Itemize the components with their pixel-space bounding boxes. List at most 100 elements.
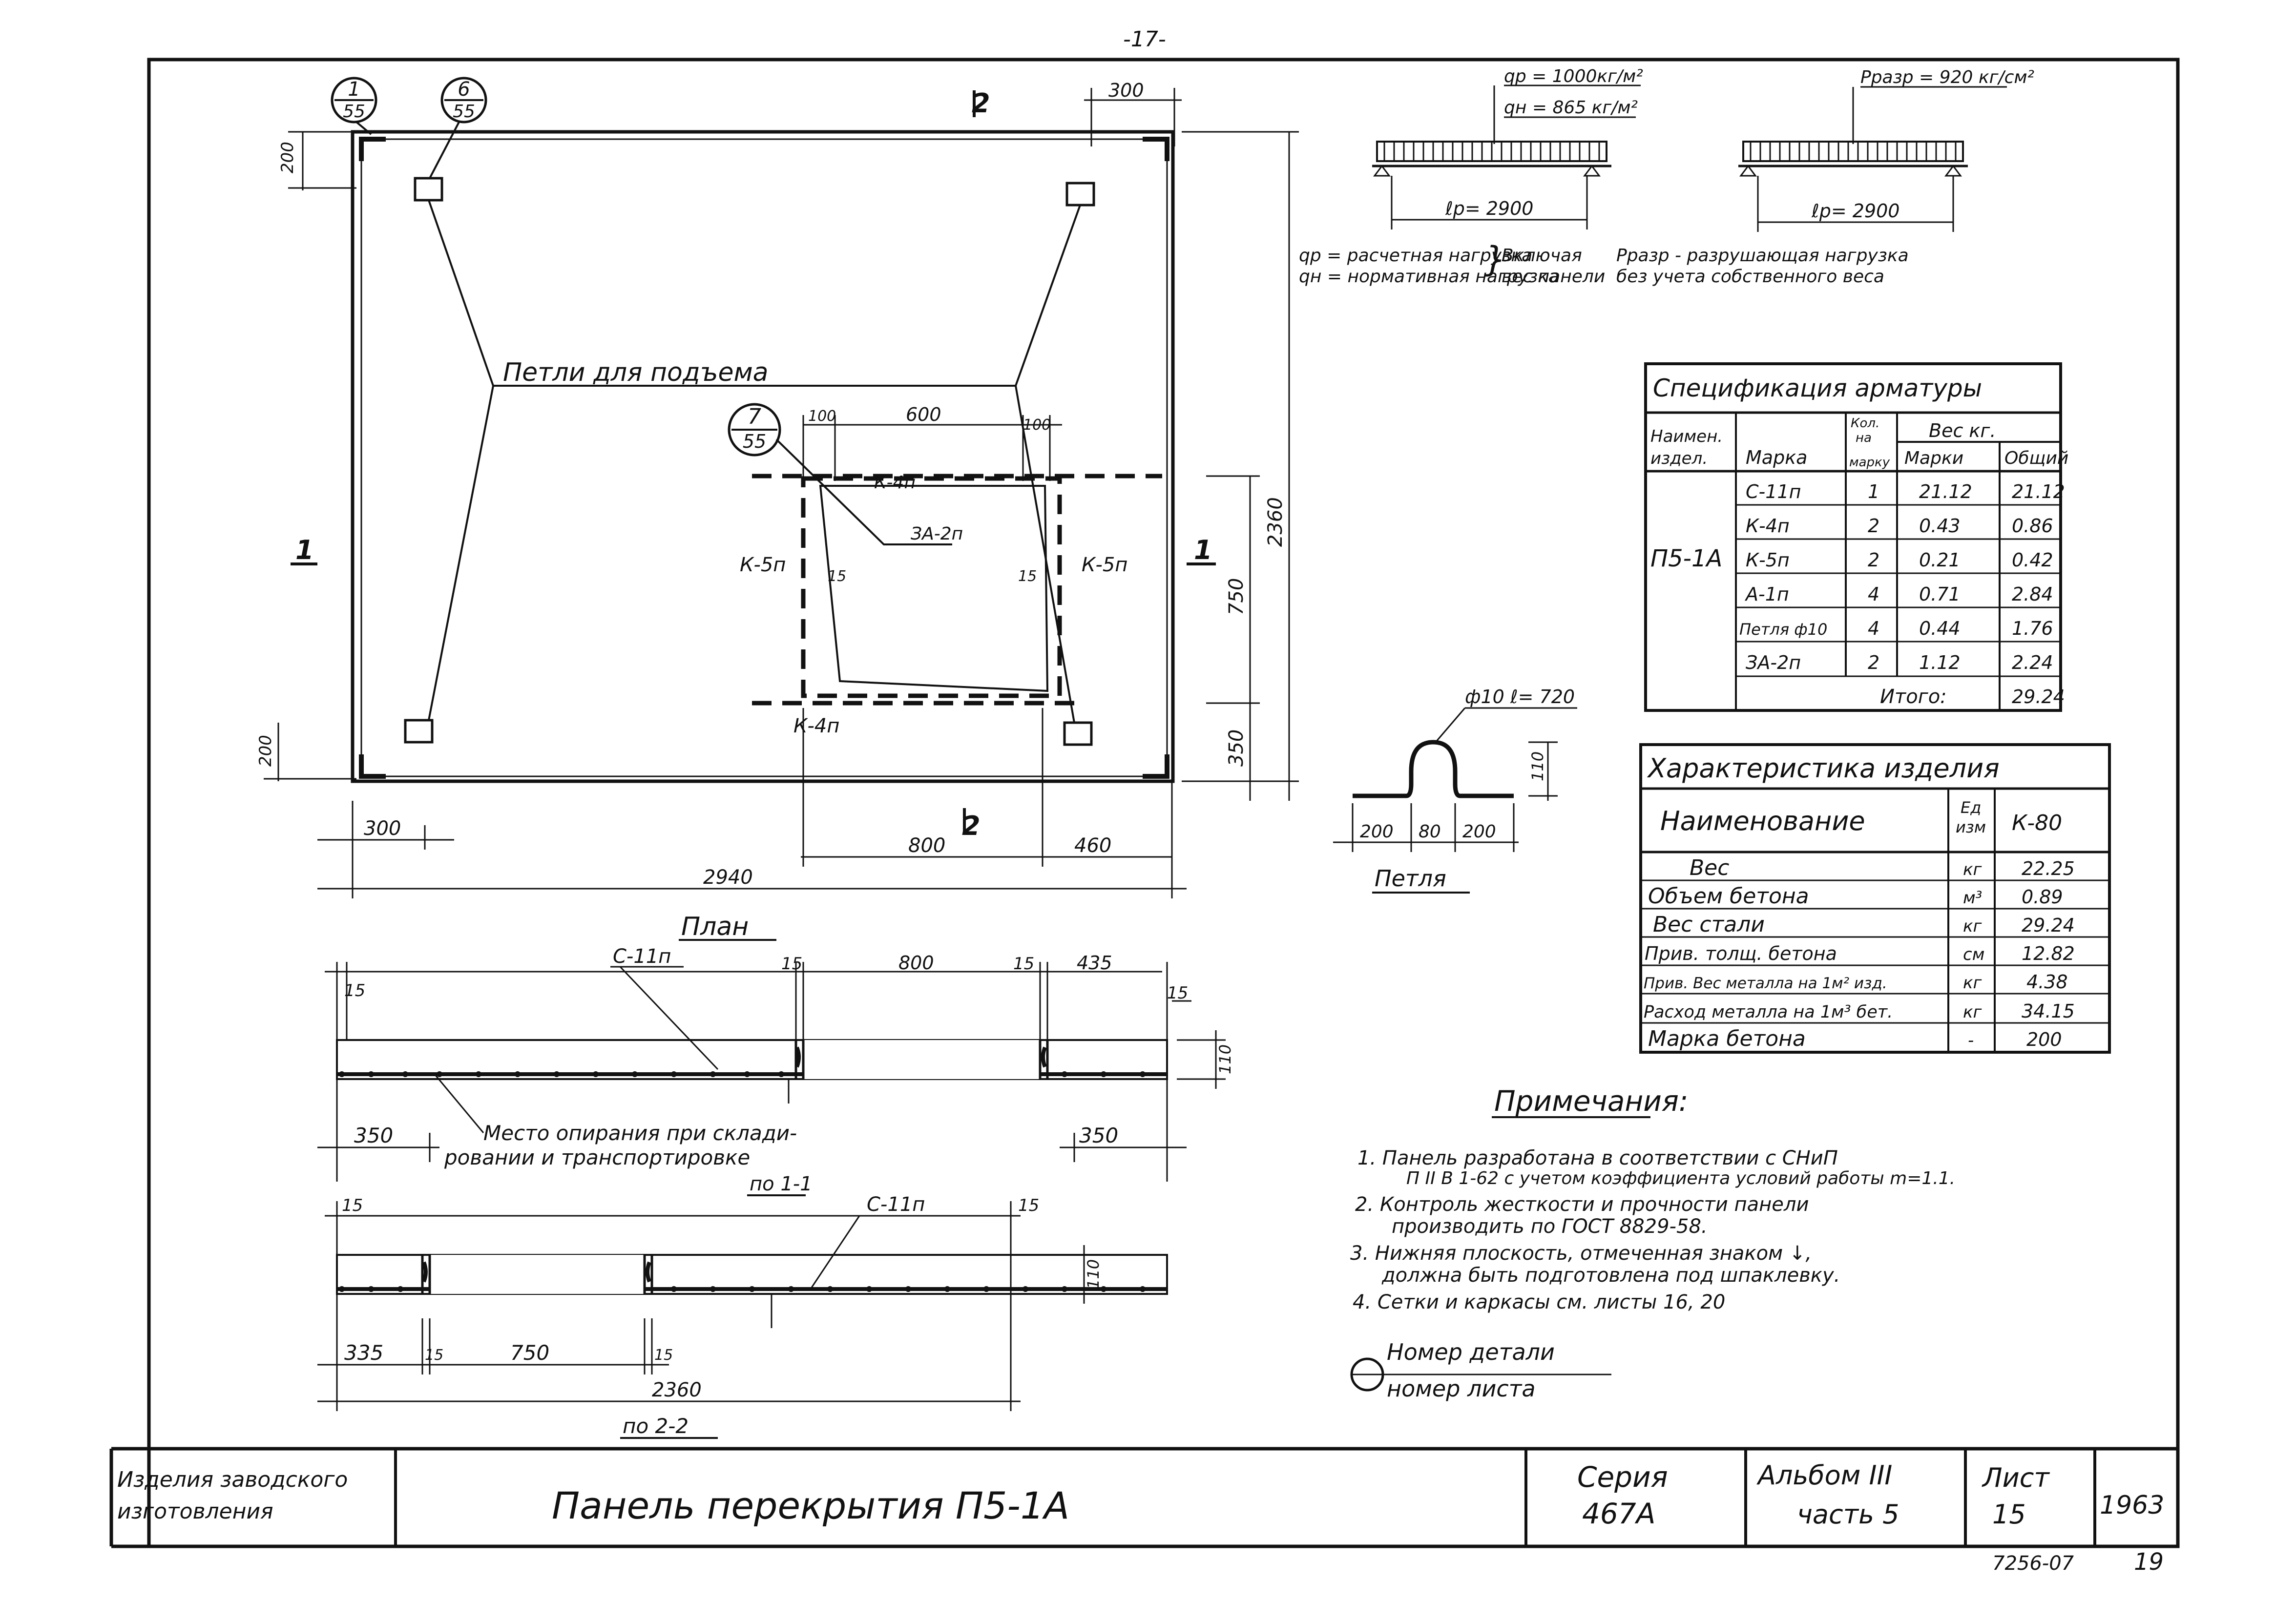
k5n-left-label: К-5п	[740, 554, 786, 576]
section-1-1: С-11п 15 15 800 15 435 15 110 350 350 Ме…	[317, 945, 1234, 1196]
svg-text:55: 55	[453, 102, 475, 122]
section-mark-1-right: 1	[1194, 535, 1212, 565]
title-name: Панель перекрытия П5-1А	[552, 1484, 1069, 1527]
title-org-2: изготовления	[117, 1499, 273, 1524]
section1-dim-350-left: 350	[354, 1124, 393, 1147]
spec-row-qty: 2	[1868, 549, 1879, 571]
album-label: Альбом III	[1756, 1460, 1892, 1491]
section2-c11n: С-11п	[867, 1193, 925, 1216]
char-row-name: Вес	[1690, 855, 1729, 880]
notes-title: Примечания:	[1494, 1084, 1688, 1118]
spec-row-mark: А-1п	[1744, 583, 1789, 605]
corner-reinforcement	[359, 137, 1169, 779]
section1-title: по 1-1	[750, 1173, 813, 1195]
char-row-name: Прив. толщ. бетона	[1645, 943, 1837, 964]
detail-callout: 6 55	[440, 77, 487, 124]
spec-row-total: 21.12	[2012, 481, 2065, 502]
section1-dim-110: 110	[1216, 1044, 1234, 1074]
char-title: Характеристика изделия	[1647, 753, 2000, 784]
lifting-loops-label: Петли для подъема	[503, 358, 769, 387]
callout-leader	[429, 122, 460, 179]
loop-pad	[1063, 721, 1093, 746]
ref-num: 19	[2134, 1548, 2164, 1576]
spec-row-mark: К-4п	[1746, 515, 1790, 537]
char-row-value: 200	[2026, 1029, 2062, 1050]
dim-200-top: 200	[278, 142, 297, 173]
loop-pad	[1065, 182, 1095, 207]
char-header-value: К-80	[2012, 811, 2062, 835]
section1-dim-435: 435	[1077, 952, 1112, 974]
section-mark-1-left: 1	[295, 535, 314, 565]
section2-dim-2360: 2360	[652, 1379, 702, 1401]
spec-total-label: Итого:	[1880, 686, 1947, 708]
note-line: должна быть подготовлена под шпаклевку.	[1381, 1264, 1840, 1287]
note-line: 3. Нижняя плоскость, отмеченная знаком ↓…	[1350, 1242, 1812, 1265]
spec-row-qty: 4	[1868, 618, 1879, 639]
char-row-unit: -	[1968, 1031, 1974, 1050]
album-part: часть 5	[1797, 1499, 1899, 1530]
section1-dim-15: 15	[781, 954, 802, 974]
dim-800: 800	[908, 834, 945, 857]
prazr-label: Рразр = 920 кг/см²	[1860, 67, 2034, 87]
ref-code: 7256-07	[1992, 1552, 2074, 1575]
spec-row-weight: 0.44	[1919, 618, 1961, 639]
char-row-value: 0.89	[2022, 886, 2063, 908]
section2-dim-15: 15	[342, 1196, 363, 1215]
spec-row-mark: С-11п	[1746, 481, 1801, 502]
section2-title: по 2-2	[623, 1414, 689, 1438]
plan-view: 1 55 6 55 7 55 1 1 2 2 Петли для подъема…	[256, 77, 1299, 941]
spec-row-total: 0.86	[2012, 515, 2053, 537]
char-row-value: 4.38	[2026, 971, 2068, 993]
section1-dim-350-right: 350	[1079, 1124, 1118, 1147]
opening-outline	[801, 476, 1062, 698]
spec-row-mark: К-5п	[1746, 549, 1790, 571]
spec-header-per-mark: Марки	[1904, 448, 1963, 468]
section2-dim-110: 110	[1084, 1259, 1103, 1289]
spec-row-weight: 1.12	[1919, 652, 1961, 673]
spec-row-qty: 2	[1868, 515, 1879, 537]
panel-outline	[351, 130, 1175, 783]
char-row-name: Вес стали	[1653, 912, 1765, 937]
section-2-2: С-11п 15 15 110 335 15 750 15 2360 по 2-…	[317, 1193, 1168, 1439]
spec-total-value: 29.24	[2012, 686, 2065, 708]
char-row-name: Объем бетона	[1648, 884, 1809, 909]
spec-header-total: Общий	[2004, 448, 2068, 468]
dim-350-right: 350	[1225, 729, 1248, 767]
section1-c11n: С-11п	[613, 945, 671, 968]
char-row-value: 12.82	[2022, 943, 2075, 964]
spec-row-weight: 0.43	[1919, 515, 1961, 537]
dim-15-left: 15	[828, 568, 846, 585]
char-row-name: Расход металла на 1м³ бет.	[1644, 1002, 1893, 1022]
section2-dim-335: 335	[344, 1341, 383, 1365]
spec-row-mark: Петля ф10	[1739, 620, 1827, 639]
loop-dim-110: 110	[1528, 751, 1547, 781]
sheet-label: Лист	[1982, 1462, 2050, 1493]
loop-label: ф10 ℓ= 720	[1465, 686, 1575, 708]
loop-detail: ф10 ℓ= 720 110 200 80 200 Петля	[1333, 686, 1577, 894]
opening-frame	[819, 485, 1049, 692]
prazr-def-1: Рразр - разрушающая нагрузка	[1616, 246, 1909, 266]
support-note-2: ровании и транспортировке	[444, 1145, 750, 1169]
loop-dim-80: 80	[1419, 822, 1441, 842]
spec-row-total: 1.76	[2012, 618, 2053, 639]
detail-callout: 1 55	[331, 77, 377, 124]
spec-row-weight: 21.12	[1919, 481, 1972, 502]
support-note-1: Место опирания при склади-	[483, 1121, 797, 1145]
char-header-unit-1: Ед	[1961, 798, 1981, 817]
section1-dim-15: 15	[1013, 954, 1034, 974]
dim-100-right: 100	[1023, 416, 1051, 434]
section2-dim-15: 15	[654, 1347, 673, 1364]
loop-leader-right	[1014, 205, 1081, 723]
plan-title: План	[681, 912, 749, 941]
spec-row-total: 2.24	[2012, 652, 2053, 673]
char-row-value: 29.24	[2022, 915, 2075, 936]
note-line: производить по ГОСТ 8829-58.	[1392, 1215, 1708, 1238]
char-row-value: 22.25	[2022, 858, 2075, 879]
loop-title: Петля	[1375, 865, 1446, 892]
spec-title: Спецификация арматуры	[1653, 374, 1982, 402]
char-row-unit: см	[1963, 945, 1984, 964]
char-row-unit: кг	[1963, 1002, 1983, 1022]
char-row-unit: кг	[1963, 916, 1983, 936]
spec-row-total: 0.42	[2012, 549, 2053, 571]
